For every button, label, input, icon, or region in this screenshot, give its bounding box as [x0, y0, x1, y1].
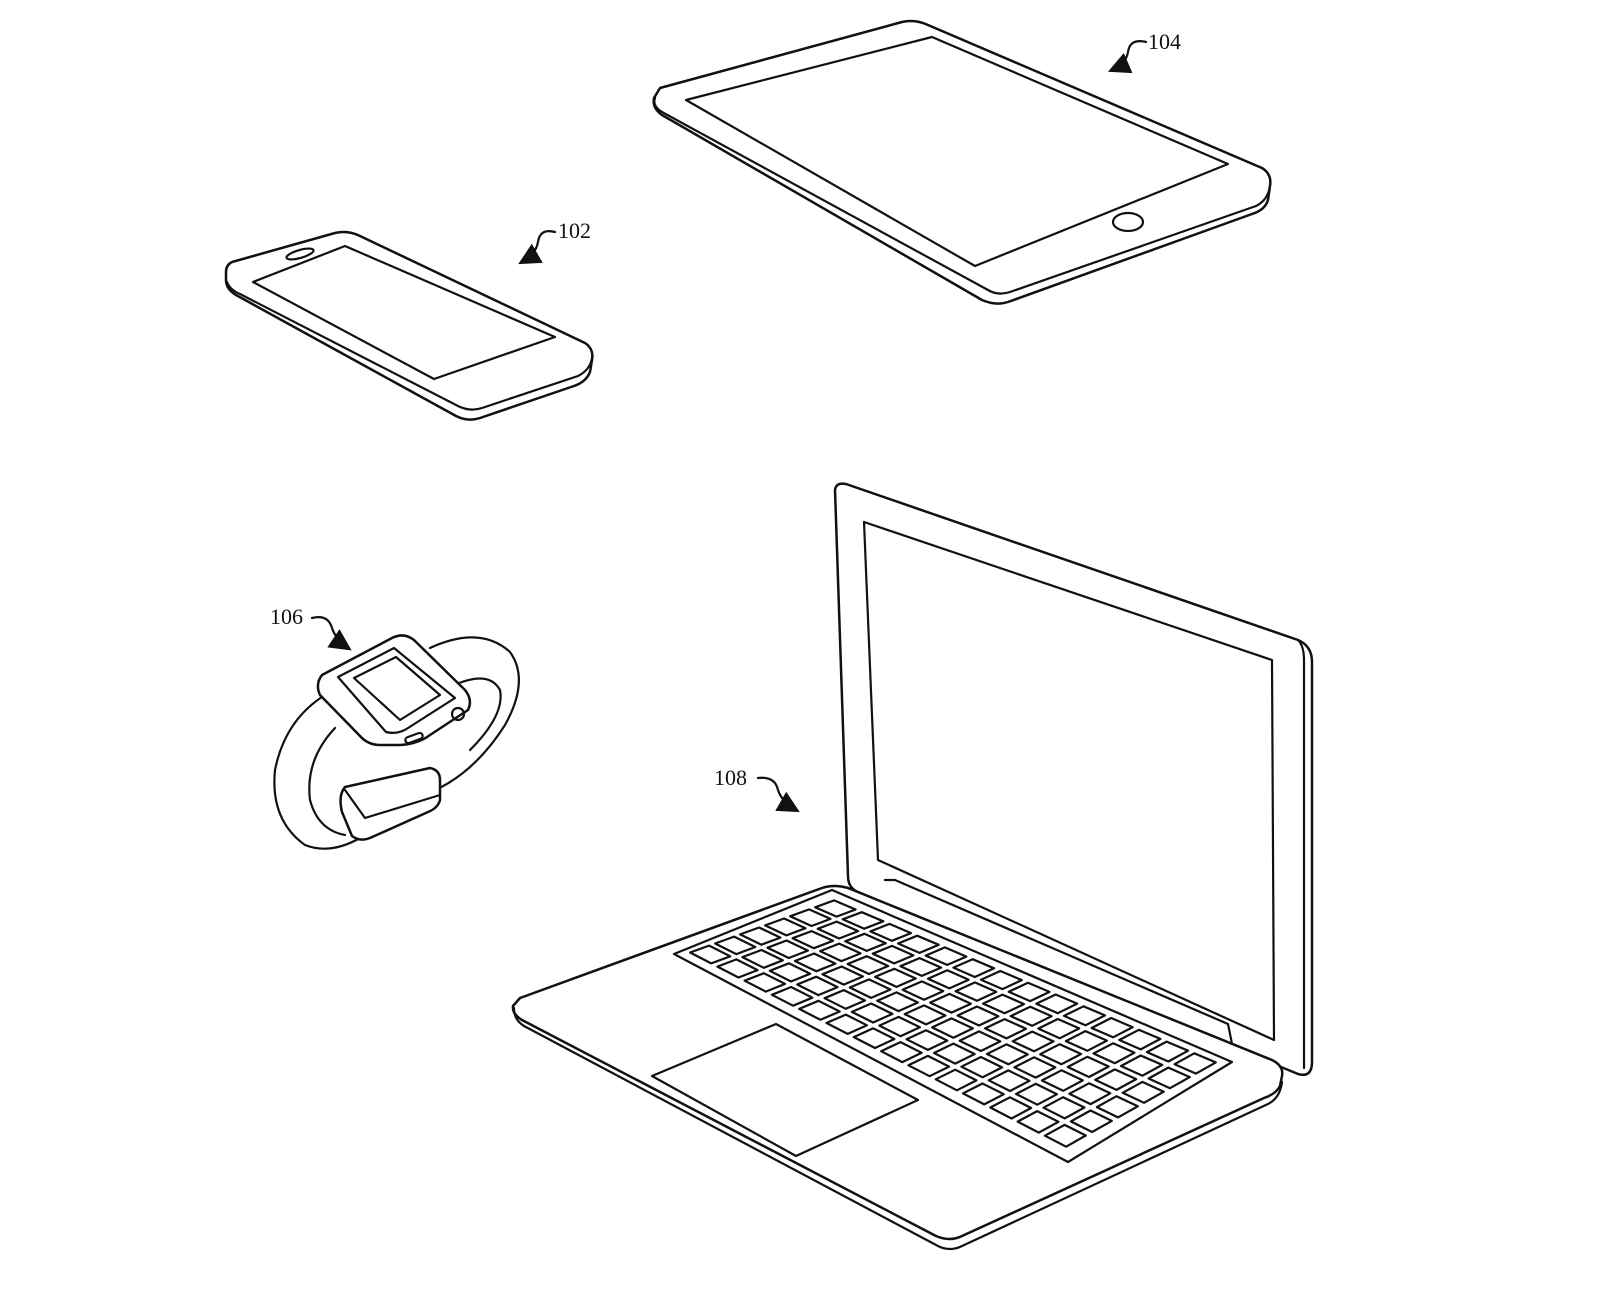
leader-arrow-106 — [312, 617, 348, 648]
phone-drawing — [226, 232, 592, 420]
watch-drawing — [274, 635, 519, 848]
laptop-drawing — [513, 484, 1312, 1249]
leader-arrow-104 — [1112, 41, 1146, 70]
leader-arrow-108 — [758, 778, 796, 810]
label-102: 102 — [558, 218, 591, 243]
tablet-drawing — [654, 21, 1271, 304]
label-108: 108 — [714, 765, 747, 790]
label-104: 104 — [1148, 29, 1181, 54]
label-106: 106 — [270, 604, 303, 629]
leader-arrow-102 — [522, 231, 555, 262]
